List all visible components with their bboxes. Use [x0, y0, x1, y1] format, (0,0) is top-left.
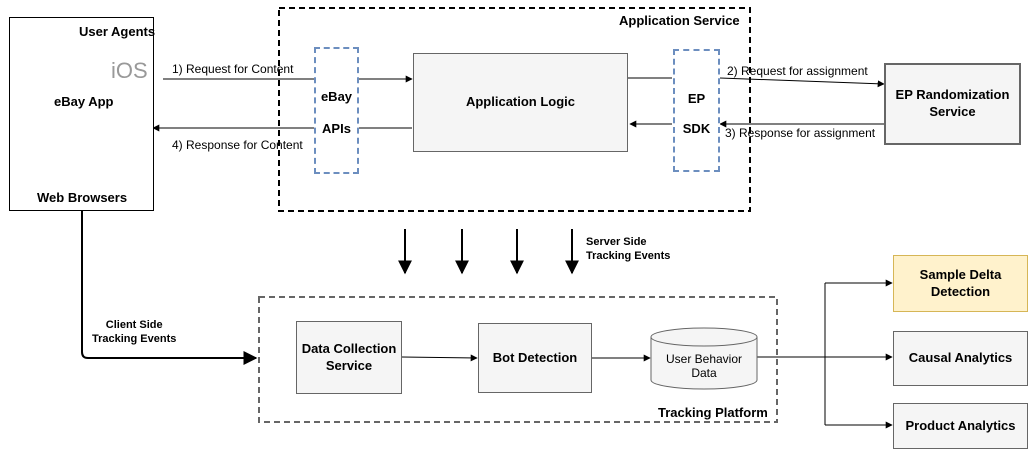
application-service-container	[278, 7, 751, 212]
ep-sdk-box[interactable]	[673, 49, 720, 172]
edge-collection-to-bot	[401, 354, 478, 362]
ep-randomization-service-box[interactable]: EP Randomization Service	[884, 63, 1021, 145]
user-behavior-data-store	[650, 327, 758, 390]
edge-request-assignment	[719, 77, 885, 88]
user-agents-box	[9, 17, 154, 211]
label-server-side-tracking: Server Side Tracking Events	[586, 236, 671, 262]
application-logic-box[interactable]: Application Logic	[413, 53, 628, 152]
ebay-apis-box[interactable]	[314, 47, 359, 174]
ebay-app-label: eBay App	[54, 94, 114, 109]
data-collection-service-box[interactable]: Data Collection Service	[296, 321, 402, 394]
label-response-assignment: 3) Response for assignment	[725, 126, 876, 140]
ebay-apis-line-2: APIs	[322, 121, 351, 136]
product-analytics-box[interactable]: Product Analytics	[893, 403, 1028, 449]
edge-client-side-tracking	[81, 211, 258, 365]
bot-detection-box[interactable]: Bot Detection	[478, 323, 592, 393]
sample-delta-detection-box[interactable]: Sample Delta Detection	[893, 255, 1028, 312]
tracking-platform-container	[258, 296, 778, 423]
user-agents-title: User Agents	[79, 24, 156, 39]
label-response-content: 4) Response for Content	[172, 138, 303, 152]
label-request-content: 1) Request for Content	[172, 62, 294, 76]
ep-sdk-line-1: EP	[687, 91, 706, 106]
application-service-title: Application Service	[619, 13, 740, 28]
web-browsers-label: Web Browsers	[37, 190, 128, 205]
label-request-assignment: 2) Request for assignment	[727, 64, 868, 78]
ep-sdk-line-2: SDK	[682, 121, 711, 136]
user-behavior-data-label[interactable]: User Behavior Data	[665, 351, 743, 380]
ios-label: iOS	[111, 58, 148, 83]
ebay-apis-line-1: eBay	[320, 89, 353, 104]
label-client-side-tracking: Client Side Tracking Events	[92, 319, 177, 345]
tracking-platform-title: Tracking Platform	[658, 405, 768, 420]
causal-analytics-box[interactable]: Causal Analytics	[893, 331, 1028, 386]
